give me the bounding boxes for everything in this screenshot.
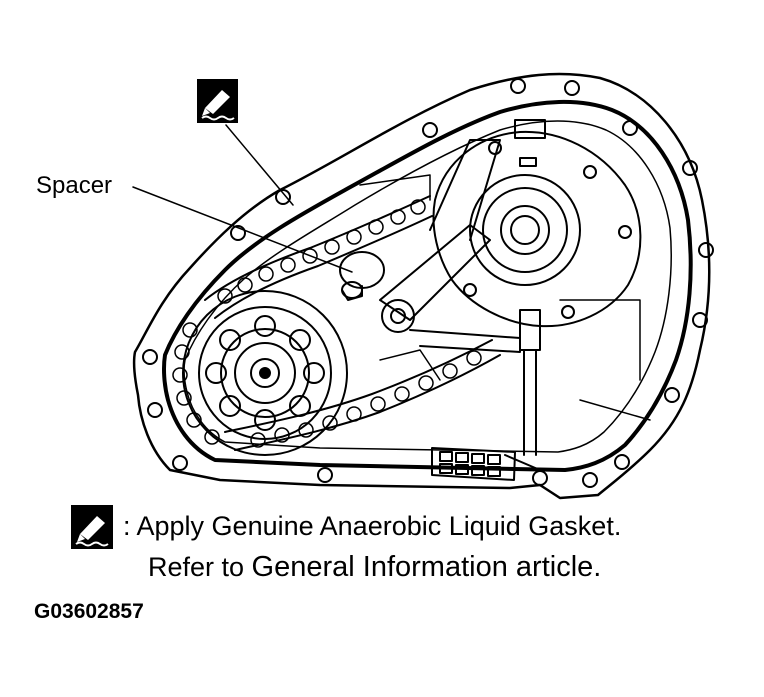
drive-chain [204,195,501,451]
front-sprocket [182,290,348,456]
oil-strainer [431,447,516,481]
gasket-seal-line [162,99,693,472]
spacer-part [339,251,385,301]
legend-reference-prefix: Refer to [148,552,252,582]
legend-instruction: : Apply Genuine Anaerobic Liquid Gasket. [123,511,622,541]
sealant-leader-line [225,124,294,206]
case-inner-wall [183,120,672,453]
flange-bolt-holes [142,78,714,488]
sealant-applicator-icon [71,505,113,549]
rear-output-housing [432,119,642,328]
shift-lever [379,139,521,353]
legend-reference: Refer to General Information article. [148,553,601,582]
figure-id: G03602857 [34,600,144,623]
sealant-applicator-icon [197,79,238,123]
case-outer-outline [132,72,711,500]
shift-rail [504,309,541,471]
spacer-leader-line [132,186,353,273]
legend-reference-article: General Information article. [251,551,602,583]
case-ribs [359,174,651,421]
spacer-callout-label: Spacer [36,172,113,199]
